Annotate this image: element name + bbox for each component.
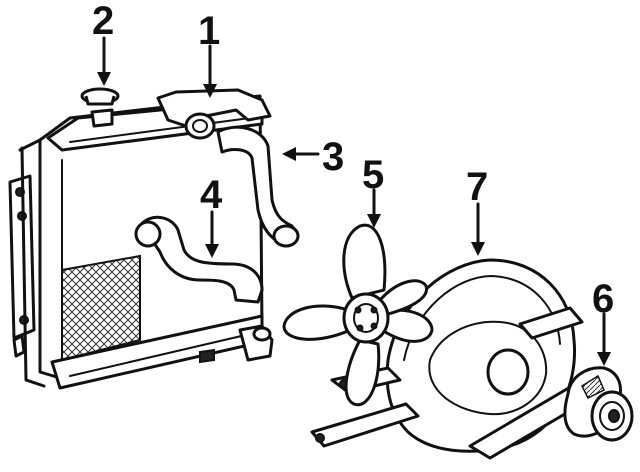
callout-1: 1: [198, 9, 220, 53]
cooling-fan: [282, 223, 434, 407]
radiator-cap: [80, 87, 120, 106]
callout-4: 4: [200, 173, 223, 217]
callout-leaders: [97, 36, 611, 366]
fan-shroud: [310, 258, 594, 460]
callout-5: 5: [362, 153, 384, 197]
upper-radiator-hose: [156, 88, 272, 140]
lower-radiator-hose: [134, 215, 264, 304]
callout-labels: 1 2 3 4 5 6 7: [92, 0, 614, 321]
callout-3: 3: [322, 135, 344, 179]
fan-clutch: [563, 366, 634, 442]
callout-2: 2: [92, 0, 114, 43]
callout-7: 7: [466, 165, 488, 209]
hose-3: [216, 125, 300, 248]
callout-6: 6: [592, 277, 614, 321]
